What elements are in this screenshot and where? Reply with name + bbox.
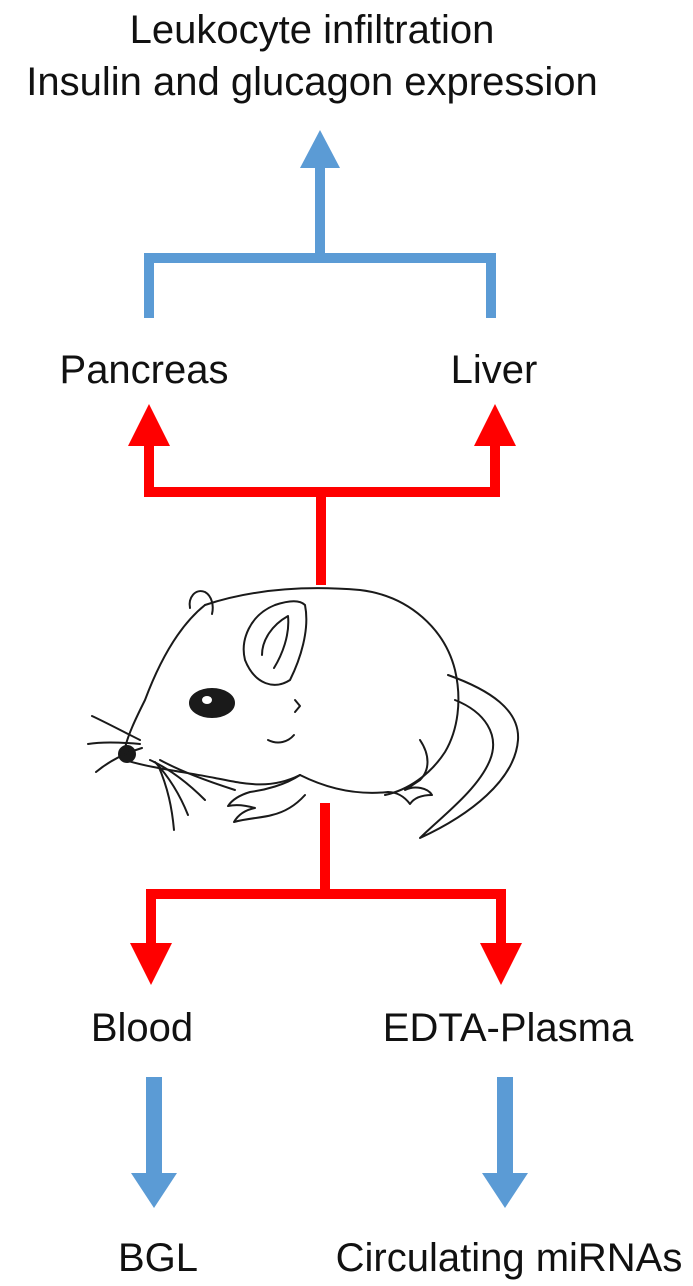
arrowhead-to-liver (474, 404, 516, 446)
mouse-illustration (88, 588, 518, 838)
blue-arrow-plasma-to-mirnas (482, 1077, 528, 1208)
blue-arrow-blood-to-bgl (131, 1077, 177, 1208)
red-bottom-bracket-arrows (130, 803, 522, 985)
red-top-bracket-arrows (128, 404, 516, 585)
arrowhead-to-plasma (480, 943, 522, 985)
arrowhead-to-pancreas (128, 404, 170, 446)
arrowhead-to-blood (130, 943, 172, 985)
blue-top-bracket-arrow (149, 130, 491, 318)
